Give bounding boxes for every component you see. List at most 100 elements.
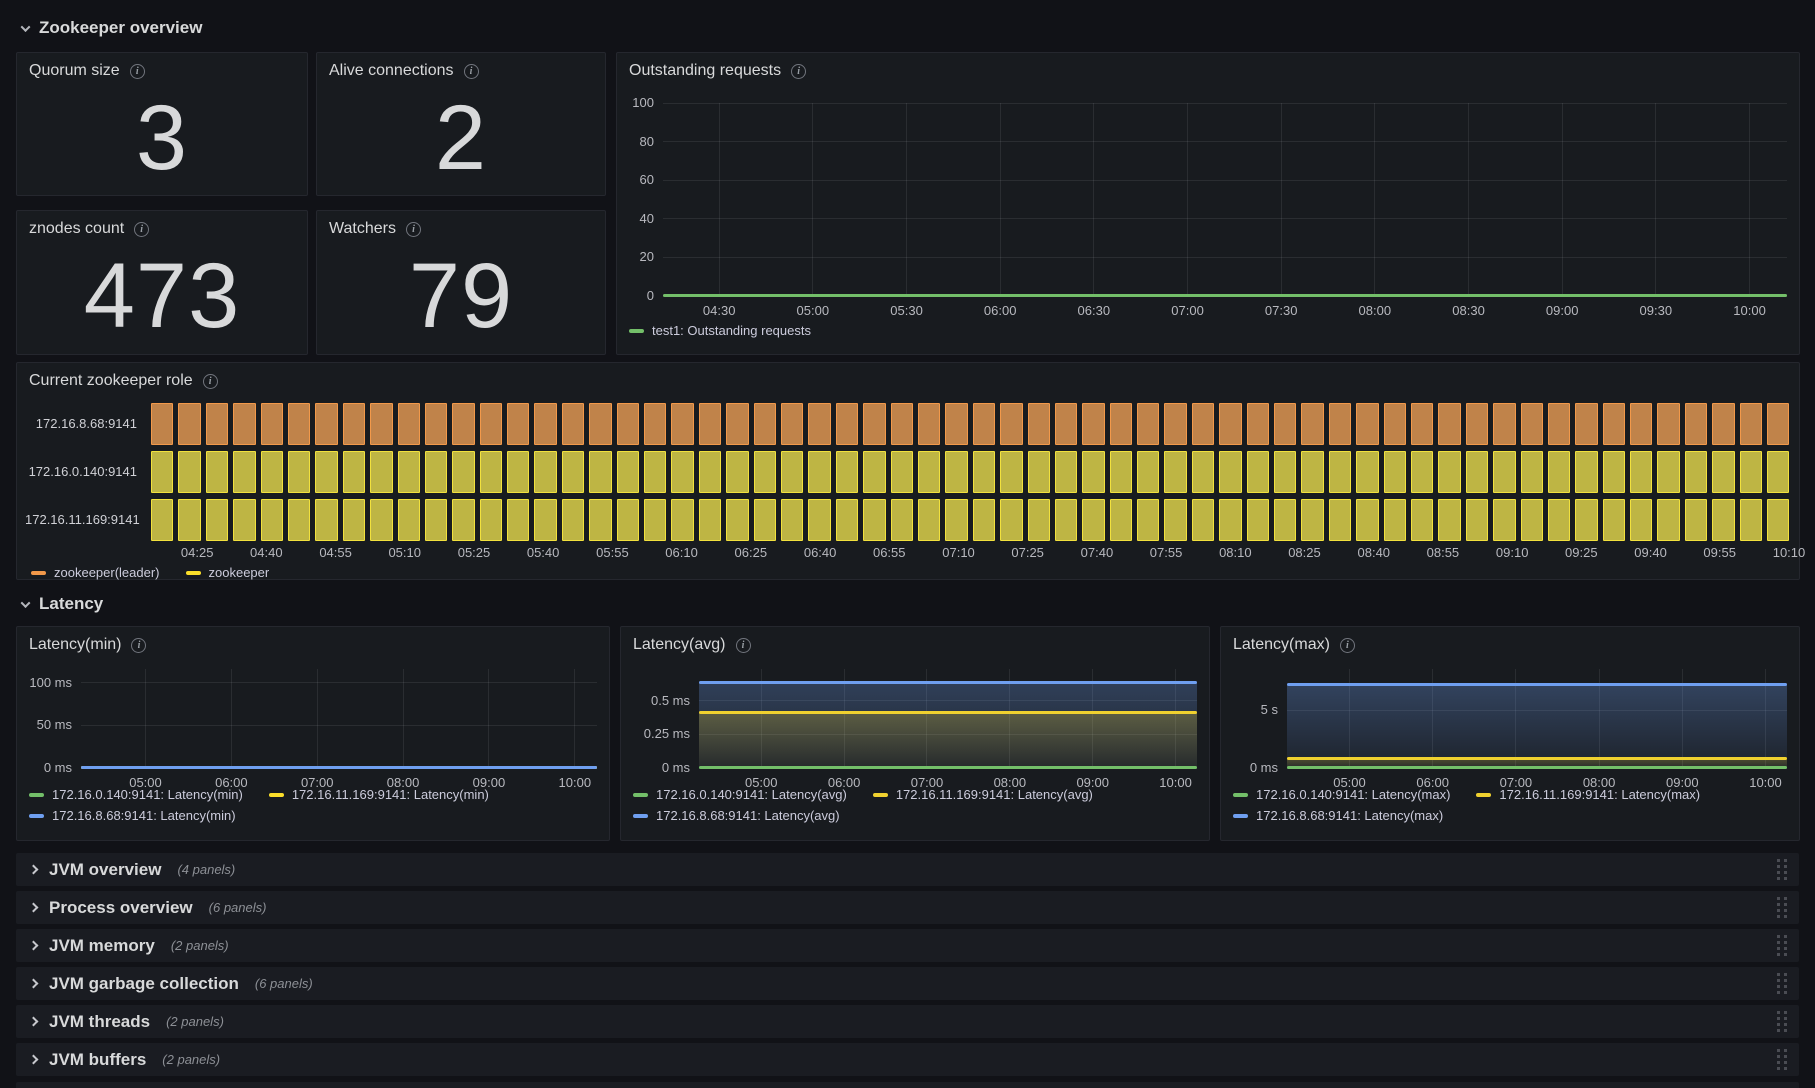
- y-axis-label: 40: [639, 210, 654, 226]
- legend-item[interactable]: 172.16.8.68:9141: Latency(avg): [633, 808, 840, 823]
- info-icon[interactable]: i: [1339, 637, 1355, 653]
- drag-handle-icon[interactable]: [1777, 1049, 1787, 1070]
- info-icon[interactable]: i: [791, 63, 807, 79]
- info-icon[interactable]: i: [129, 63, 145, 79]
- role-state-band[interactable]: [151, 451, 1790, 493]
- panel-title[interactable]: Alive connections: [329, 62, 454, 79]
- gridline-vertical: [1432, 669, 1434, 768]
- state-bar: [1767, 403, 1790, 445]
- state-bar: [671, 499, 694, 541]
- chevron-right-icon: [28, 864, 39, 875]
- state-bar: [1000, 499, 1023, 541]
- drag-handle-icon[interactable]: [1777, 1011, 1787, 1032]
- gridline-vertical: [1175, 669, 1177, 768]
- dashboard-row-collapsed[interactable]: JVM overview(4 panels): [16, 853, 1799, 886]
- info-icon[interactable]: i: [463, 63, 479, 79]
- drag-handle-icon[interactable]: [1777, 897, 1787, 918]
- state-bar: [370, 403, 393, 445]
- dashboard-row-collapsed[interactable]: Process overview(6 panels): [16, 891, 1799, 924]
- gridline-vertical: [906, 103, 908, 296]
- gridline-vertical: [1093, 103, 1095, 296]
- info-icon[interactable]: i: [134, 221, 150, 237]
- legend-item[interactable]: zookeeper(leader): [31, 565, 160, 580]
- state-bar: [1438, 499, 1461, 541]
- chevron-down-icon: [20, 597, 31, 608]
- legend-item[interactable]: 172.16.11.169:9141: Latency(max): [1476, 787, 1700, 802]
- drag-handle-icon[interactable]: [1777, 859, 1787, 880]
- row-panel-count: (6 panels): [254, 976, 313, 991]
- legend-item[interactable]: 172.16.11.169:9141: Latency(min): [268, 787, 489, 802]
- panel-title[interactable]: Latency(min): [29, 636, 122, 653]
- panel-title[interactable]: Watchers: [329, 220, 396, 237]
- state-bar: [1602, 403, 1626, 445]
- role-state-band[interactable]: [151, 403, 1790, 445]
- legend-item[interactable]: 172.16.11.169:9141: Latency(avg): [872, 787, 1093, 802]
- state-bar: [945, 403, 968, 445]
- panel-title[interactable]: znodes count: [29, 220, 125, 237]
- collapsed-row-partial[interactable]: [16, 1082, 1799, 1088]
- state-bar: [644, 403, 667, 445]
- panel-title[interactable]: Outstanding requests: [629, 62, 782, 79]
- chevron-right-icon: [28, 1016, 39, 1027]
- legend-item[interactable]: 172.16.8.68:9141: Latency(min): [29, 808, 236, 823]
- state-bar: [424, 403, 448, 445]
- dashboard-row-collapsed[interactable]: JVM garbage collection(6 panels): [16, 967, 1799, 1000]
- drag-handle-icon[interactable]: [1777, 935, 1787, 956]
- state-bar: [671, 451, 694, 493]
- stat-value: 79: [408, 245, 514, 347]
- state-bar: [1328, 403, 1352, 445]
- state-bar: [644, 451, 667, 493]
- x-axis-label: 09:00: [1666, 775, 1699, 790]
- stat-value: 473: [83, 245, 241, 347]
- state-bar: [1575, 403, 1598, 445]
- info-icon[interactable]: i: [202, 373, 218, 389]
- y-axis-label: 0: [646, 288, 654, 303]
- legend-item[interactable]: test1: Outstanding requests: [629, 323, 811, 338]
- state-bar: [1410, 499, 1434, 541]
- gridline-vertical: [1749, 103, 1751, 296]
- dashboard-row-collapsed[interactable]: JVM threads(2 panels): [16, 1005, 1799, 1038]
- state-bar: [753, 451, 776, 493]
- info-icon[interactable]: i: [131, 637, 147, 653]
- legend-item[interactable]: 172.16.0.140:9141: Latency(avg): [633, 787, 847, 802]
- state-bar: [1493, 499, 1516, 541]
- legend-color-dash: [185, 570, 201, 575]
- dashboard-row-collapsed[interactable]: JVM memory(2 panels): [16, 929, 1799, 962]
- dashboard-row-collapsed[interactable]: JVM buffers(2 panels): [16, 1043, 1799, 1076]
- x-axis-label: 05:00: [129, 775, 162, 790]
- info-icon[interactable]: i: [735, 637, 751, 653]
- section-row-zookeeper-overview[interactable]: Zookeeper overview: [20, 16, 202, 40]
- section-row-latency[interactable]: Latency: [20, 592, 103, 616]
- gridline-vertical: [718, 103, 720, 296]
- row-title: Process overview: [49, 897, 193, 917]
- state-bar: [507, 403, 530, 445]
- legend-item[interactable]: 172.16.0.140:9141: Latency(max): [1233, 787, 1450, 802]
- drag-handle-icon[interactable]: [1777, 973, 1787, 994]
- x-axis-label: 09:40: [1634, 545, 1667, 560]
- state-bar: [835, 499, 859, 541]
- legend-item[interactable]: 172.16.8.68:9141: Latency(max): [1233, 808, 1443, 823]
- panel-title[interactable]: Current zookeeper role: [29, 372, 193, 389]
- panel-title[interactable]: Latency(avg): [633, 636, 726, 653]
- info-icon[interactable]: i: [405, 221, 421, 237]
- legend-item[interactable]: zookeeper: [185, 565, 269, 580]
- legend-color-dash: [29, 792, 44, 797]
- state-bar: [1767, 451, 1790, 493]
- state-bar: [1219, 403, 1242, 445]
- panel-title[interactable]: Quorum size: [29, 62, 120, 79]
- legend-row: 172.16.8.68:9141: Latency(min): [29, 808, 489, 823]
- state-bar: [1630, 451, 1653, 493]
- role-state-band[interactable]: [151, 499, 1790, 541]
- state-bar: [945, 451, 968, 493]
- legend-color-dash: [1233, 813, 1248, 818]
- legend-item[interactable]: 172.16.0.140:9141: Latency(min): [29, 787, 243, 802]
- gridline-vertical: [1655, 103, 1657, 296]
- y-axis-label: 80: [639, 133, 654, 149]
- panel-title[interactable]: Latency(max): [1233, 636, 1330, 653]
- state-bar: [1301, 403, 1324, 445]
